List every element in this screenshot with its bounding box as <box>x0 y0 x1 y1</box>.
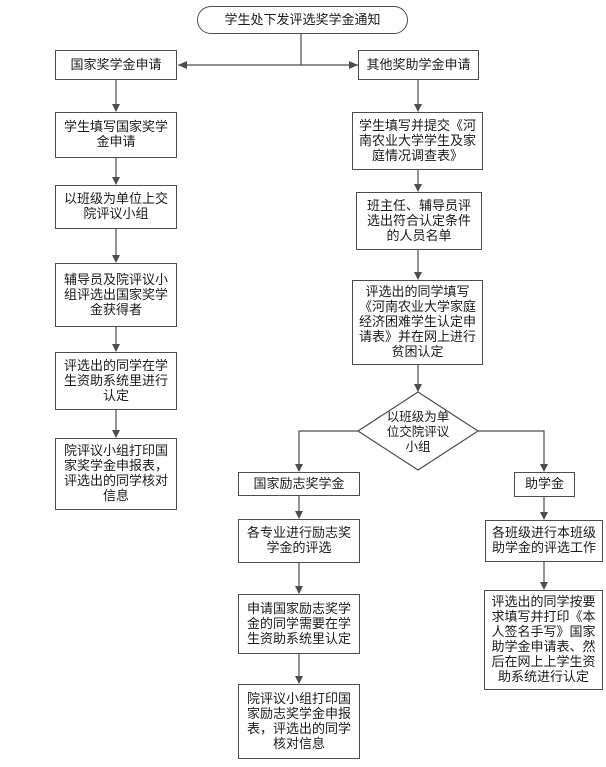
flow-node-grant-fill-print-confirm: 评选出的同学按要求填写并打印《本人签名手写》国家助学金申请表、然后在网上上学生资… <box>484 590 603 690</box>
flow-node-national-select-winners: 辅导员及院评议小组评选出国家奖学金获得者 <box>55 263 177 327</box>
flow-node-other-survey-form: 学生填写并提交《河南农业大学学生及家庭情况调查表》 <box>352 112 483 170</box>
arrow-down-icon <box>414 384 422 392</box>
flow-node-encouragement: 国家励志奖学金 <box>238 472 360 496</box>
flow-node-encouragement-major-select: 各专业进行励志奖学金的评选 <box>238 519 360 563</box>
arrow-down-icon <box>540 464 548 472</box>
arrow-down-icon <box>112 430 120 438</box>
flow-node-other-apply: 其他奖助学金申请 <box>358 50 479 80</box>
connector-arrowheads <box>112 61 548 684</box>
arrow-left-icon <box>178 61 187 69</box>
flow-node-national-apply: 国家奖学金申请 <box>55 50 177 80</box>
flow-node-other-poverty-confirm: 评选出的同学填写《河南农业大学家庭经济困难学生认定申请表》并在网上进行贫困认定 <box>352 280 483 365</box>
arrow-down-icon <box>295 511 303 519</box>
arrow-down-icon <box>295 676 303 684</box>
arrow-down-icon <box>414 272 422 280</box>
arrow-down-icon <box>112 255 120 263</box>
arrow-down-icon <box>295 586 303 594</box>
arrow-down-icon <box>112 177 120 185</box>
arrow-down-icon <box>540 582 548 590</box>
arrow-down-icon <box>414 104 422 112</box>
flow-decision-submit-by-class: 以班级为单位交院评议小组 <box>386 408 450 454</box>
flow-start-node: 学生处下发评选奖学金通知 <box>197 6 408 34</box>
arrow-down-icon <box>112 104 120 112</box>
arrow-down-icon <box>112 344 120 352</box>
arrow-down-icon <box>295 464 303 472</box>
flow-node-other-candidate-list: 班主任、辅导员评选出符合认定条件的人员名单 <box>356 192 482 250</box>
flow-node-national-submit-by-class: 以班级为单位上交院评议小组 <box>55 185 177 229</box>
arrow-down-icon <box>540 512 548 520</box>
arrow-right-icon <box>349 61 358 69</box>
flow-node-national-print-verify: 院评议小组打印国家奖学金申报表，评选出的同学核对信息 <box>55 438 177 510</box>
flow-node-encouragement-print-verify: 院评议小组打印国家励志奖学金申报表，评选出的同学核对信息 <box>238 684 360 759</box>
flow-node-grant-class-select: 各班级进行本班级助学金的评选工作 <box>485 520 603 562</box>
flow-node-encouragement-system-confirm: 申请国家励志奖学金的同学需要在学生资助系统里认定 <box>238 594 360 654</box>
decision-diamond-shape <box>356 391 480 471</box>
flow-node-grant: 助学金 <box>514 472 575 497</box>
flow-node-national-fill-form: 学生填写国家奖学金申请 <box>55 112 177 158</box>
arrow-down-icon <box>414 184 422 192</box>
flow-node-national-system-confirm: 评选出的同学在学生资助系统里进行认定 <box>55 352 177 410</box>
